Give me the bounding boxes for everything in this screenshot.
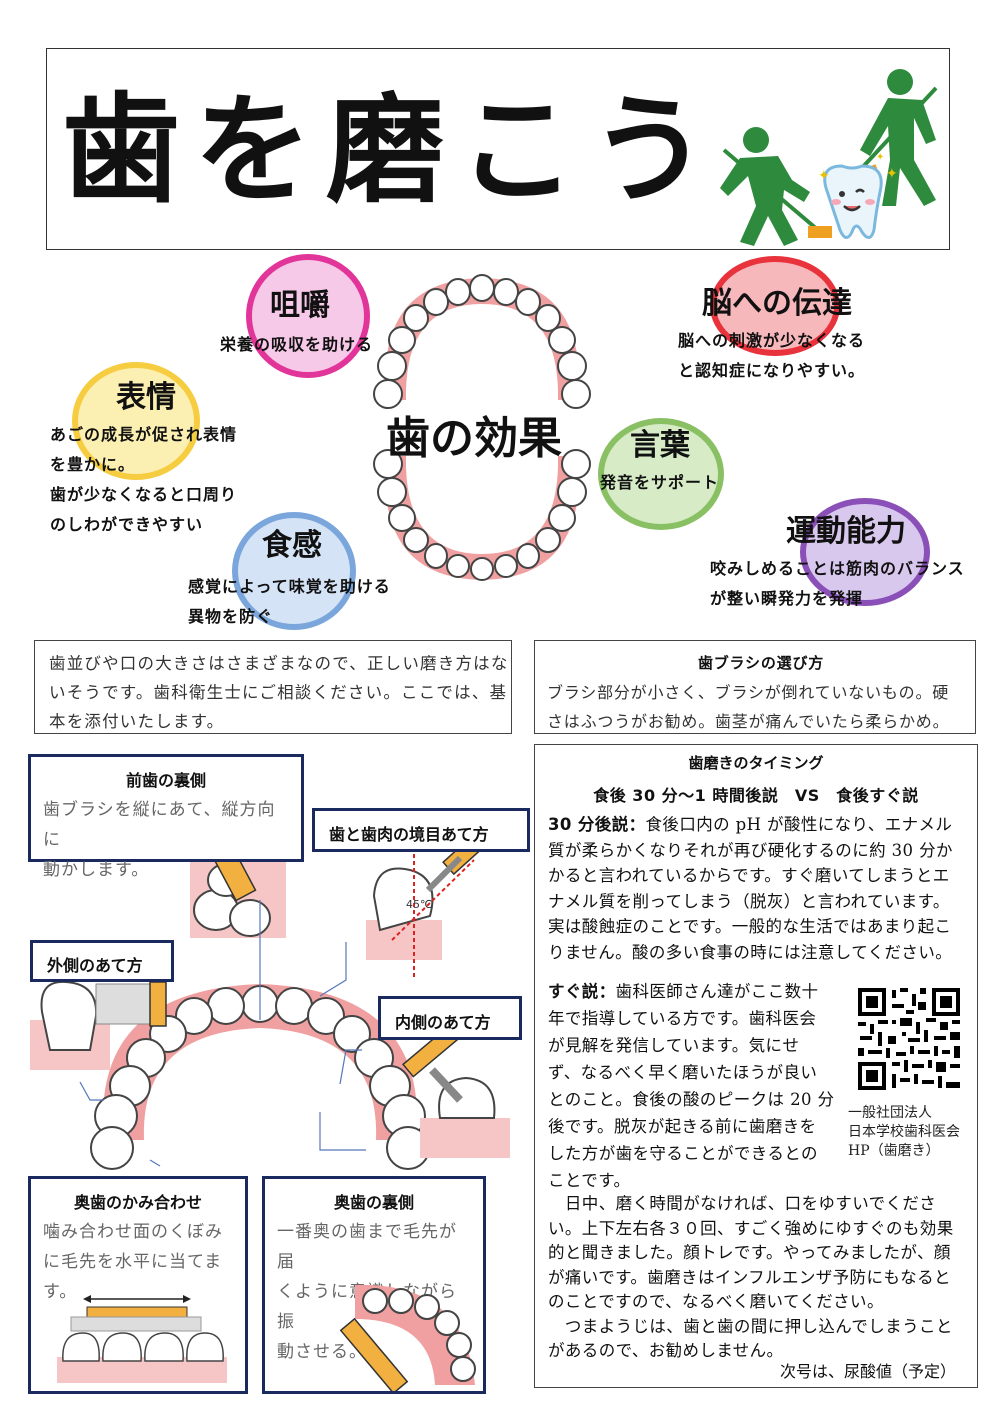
timing-paragraph-1: 30 分後説：食後口内の pH が酸性になり、エナメル 質が柔らかくなりそれが再…: [548, 815, 953, 962]
qr-caption: 一般社団法人 日本学校歯科医会 HP（歯磨き）: [848, 1105, 960, 1159]
front-inner-desc: 歯ブラシを縦にあて、縦方向に 動かします。: [43, 800, 276, 880]
effect-circle-chewing: [246, 254, 370, 378]
svg-text:✦: ✦: [818, 168, 830, 184]
effects-center-title: 歯の効果: [386, 413, 562, 464]
molar-back-illustration: [339, 1284, 476, 1391]
inner-tag: 内側のあて方: [378, 996, 522, 1040]
front-inner-box: 前歯の裏側 歯ブラシを縦にあて、縦方向に 動かします。: [28, 754, 304, 880]
brush-choice-heading: 歯ブラシの選び方: [697, 654, 825, 672]
dental-arch-illustration: [373, 274, 591, 581]
effect-title-motor: 運動能力: [786, 514, 906, 549]
page-title: 歯を磨こう: [62, 81, 723, 219]
molar-bite-heading: 奥歯のかみ合わせ: [73, 1193, 202, 1212]
effect-desc-chewing: 栄養の吸収を助ける: [220, 335, 374, 354]
timing-paragraph-2: すぐ説：歯科医師さん達がここ数十 年で指導している方です。歯科医会 が見解を発信…: [548, 982, 835, 1190]
gum-line-tag: 歯と歯肉の境目あて方: [312, 808, 530, 852]
front-inner-heading: 前歯の裏側: [125, 771, 206, 790]
molar-bite-desc: 噛み合わせ面のくぼみ に毛先を水平に当てま す。: [43, 1222, 223, 1302]
timing-heading: 歯磨きのタイミング: [688, 754, 824, 772]
next-issue-note: 次号は、尿酸値（予定）: [780, 1362, 957, 1381]
title-box: [46, 48, 950, 250]
effect-circle-motor: [800, 498, 930, 606]
effect-title-texture: 食感: [262, 528, 322, 563]
effect-circle-texture: [232, 512, 356, 630]
molar-back-box: 奥歯の裏側 一番奥の歯まで毛先が届 くように意識しながら振 動させる。: [262, 1176, 486, 1394]
cleaning-figures-illustration: ✦ ✦ ✦: [720, 69, 938, 246]
effect-circle-expression: [72, 362, 200, 480]
intro-box: 歯並びや口の大きさはさまざまなので、正しい磨き方はな いそうです。歯科衛生士にご…: [34, 640, 512, 734]
svg-text:✦: ✦: [886, 166, 898, 182]
effect-circle-brain: [710, 256, 840, 356]
effect-desc-expression: あごの成長が促され表情 を豊かに。 歯が少なくなると口周り のしわができやすい: [50, 425, 238, 534]
effect-title-chewing: 咀嚼: [270, 288, 330, 323]
molar-back-heading: 奥歯の裏側: [333, 1193, 414, 1212]
effect-desc-brain: 脳への刺激が少なくなる と認知症になりやすい。: [678, 331, 866, 380]
angle-label: 45℃: [406, 898, 433, 911]
effect-desc-motor: 咬みしめることは筋肉のバランス が整い瞬発力を発揮: [710, 559, 965, 608]
effect-title-expression: 表情: [116, 380, 176, 415]
effect-title-brain: 脳への伝達: [702, 286, 852, 321]
brushing-diagram: [30, 813, 510, 1170]
timing-subheading: 食後 30 分～1 時間後説 VS 食後すぐ説: [593, 786, 919, 805]
effect-title-speech: 言葉: [630, 428, 690, 463]
molar-bite-illustration: [57, 1295, 227, 1383]
molar-bite-box: 奥歯のかみ合わせ 噛み合わせ面のくぼみ に毛先を水平に当てま す。: [28, 1176, 248, 1394]
qr-code[interactable]: [856, 986, 962, 1092]
effect-circle-speech: [598, 418, 724, 530]
effect-desc-speech: 発音をサポート: [600, 473, 720, 492]
svg-text:✦: ✦: [876, 152, 884, 163]
brush-choice-box: 歯ブラシの選び方 ブラシ部分が小さく、ブラシが倒れていないもの。硬 さはふつうが…: [534, 640, 976, 734]
timing-paragraph-3: 日中、磨く時間がなければ、口をゆすいでくださ い。上下左右各３０回、すごく強めに…: [548, 1194, 954, 1360]
effect-desc-texture: 感覚によって味覚を助ける 異物を防ぐ: [188, 577, 391, 626]
outer-tag: 外側のあて方: [30, 940, 174, 982]
